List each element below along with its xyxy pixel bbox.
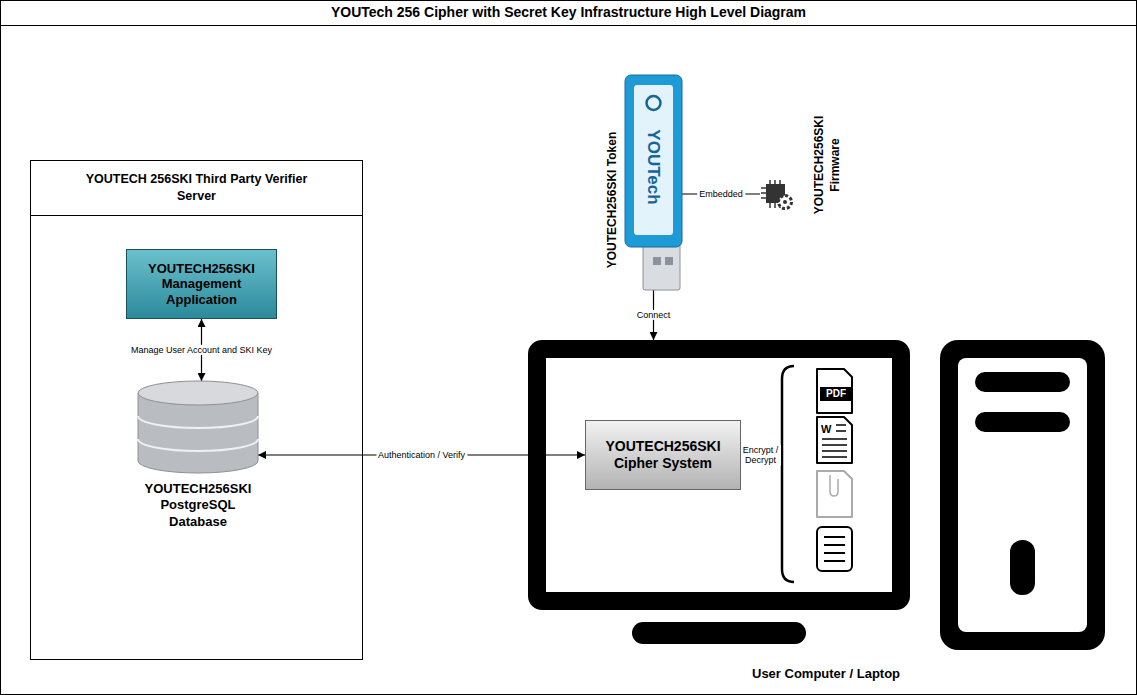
edge-label: Connect xyxy=(635,310,673,320)
text-line xyxy=(822,438,847,440)
icon-text: PDF xyxy=(820,387,852,401)
diagram-title: YOUTech 256 Cipher with Secret Key Infra… xyxy=(0,0,1137,26)
usb-plug xyxy=(643,243,680,290)
node-label: YOUTECH256SKI Cipher System xyxy=(586,438,740,473)
gear-hub xyxy=(783,200,787,204)
word-icon xyxy=(817,417,852,463)
node-label: YOUTECH256SKI Management Application xyxy=(127,261,276,308)
edge-label: Manage User Account and SKI Key xyxy=(129,345,274,355)
plug-hole xyxy=(665,257,673,265)
text-line xyxy=(822,450,847,452)
text-line xyxy=(824,544,845,546)
paperclip xyxy=(830,475,838,496)
tower-case xyxy=(940,340,1105,650)
database-icon xyxy=(138,381,258,473)
pdf-icon xyxy=(817,369,852,413)
chip-icon xyxy=(760,178,792,210)
group-heading: YOUTECH 256SKI Third Party Verifier Serv… xyxy=(31,161,362,216)
text-line xyxy=(824,552,845,554)
text-line xyxy=(824,536,845,538)
node-label: YOUTECH256SKI PostgreSQL Database xyxy=(138,481,258,530)
node-label: YOUTech xyxy=(643,129,663,204)
node-label: User Computer / Laptop xyxy=(752,666,900,681)
text-line xyxy=(822,444,847,446)
database-cylinder: YOUTECH256SKI PostgreSQL Database xyxy=(138,381,258,530)
cylinder-ring xyxy=(138,416,258,451)
edge-label: Encrypt / Decrypt xyxy=(741,445,781,466)
plug-hole xyxy=(653,257,661,265)
gear xyxy=(779,196,792,209)
bracket xyxy=(782,366,794,582)
server-group: YOUTECH 256SKI Third Party Verifier Serv… xyxy=(30,160,363,660)
file-icon xyxy=(817,471,852,517)
drive-bay xyxy=(975,412,1070,432)
process-box: YOUTECH256SKI Management Application xyxy=(126,249,277,319)
process-box: YOUTECH256SKI Cipher System xyxy=(585,420,741,490)
text-line xyxy=(824,560,845,562)
node-label: YOUTECH256SKI Firmware xyxy=(812,109,843,221)
token-body xyxy=(625,75,682,247)
firmware-chip: YOUTECH256SKI Firmware xyxy=(760,178,792,210)
power-button xyxy=(1010,540,1035,595)
icon-text: W xyxy=(821,423,831,435)
computer-monitor: User Computer / LaptopYOUTECH256SKI Ciph… xyxy=(528,340,910,610)
drive-bay xyxy=(975,372,1070,392)
logo-mark xyxy=(647,96,661,110)
usb-token: YOUTECH256SKI TokenYOUTech xyxy=(625,75,682,290)
cylinder-top xyxy=(138,381,258,405)
edge-label: Embedded xyxy=(697,189,745,199)
tower-body xyxy=(940,340,1105,650)
edge-label: Authentication / Verify xyxy=(376,450,467,460)
text-line xyxy=(822,456,847,458)
list-icon xyxy=(817,527,852,571)
text-line xyxy=(836,424,846,426)
node-label: YOUTECH256SKI Token xyxy=(605,132,619,268)
tower-front xyxy=(958,358,1087,632)
document-group: PDF W xyxy=(780,365,860,583)
text-line xyxy=(836,430,846,432)
monitor-stand xyxy=(632,622,806,644)
token-label-area xyxy=(634,85,673,235)
